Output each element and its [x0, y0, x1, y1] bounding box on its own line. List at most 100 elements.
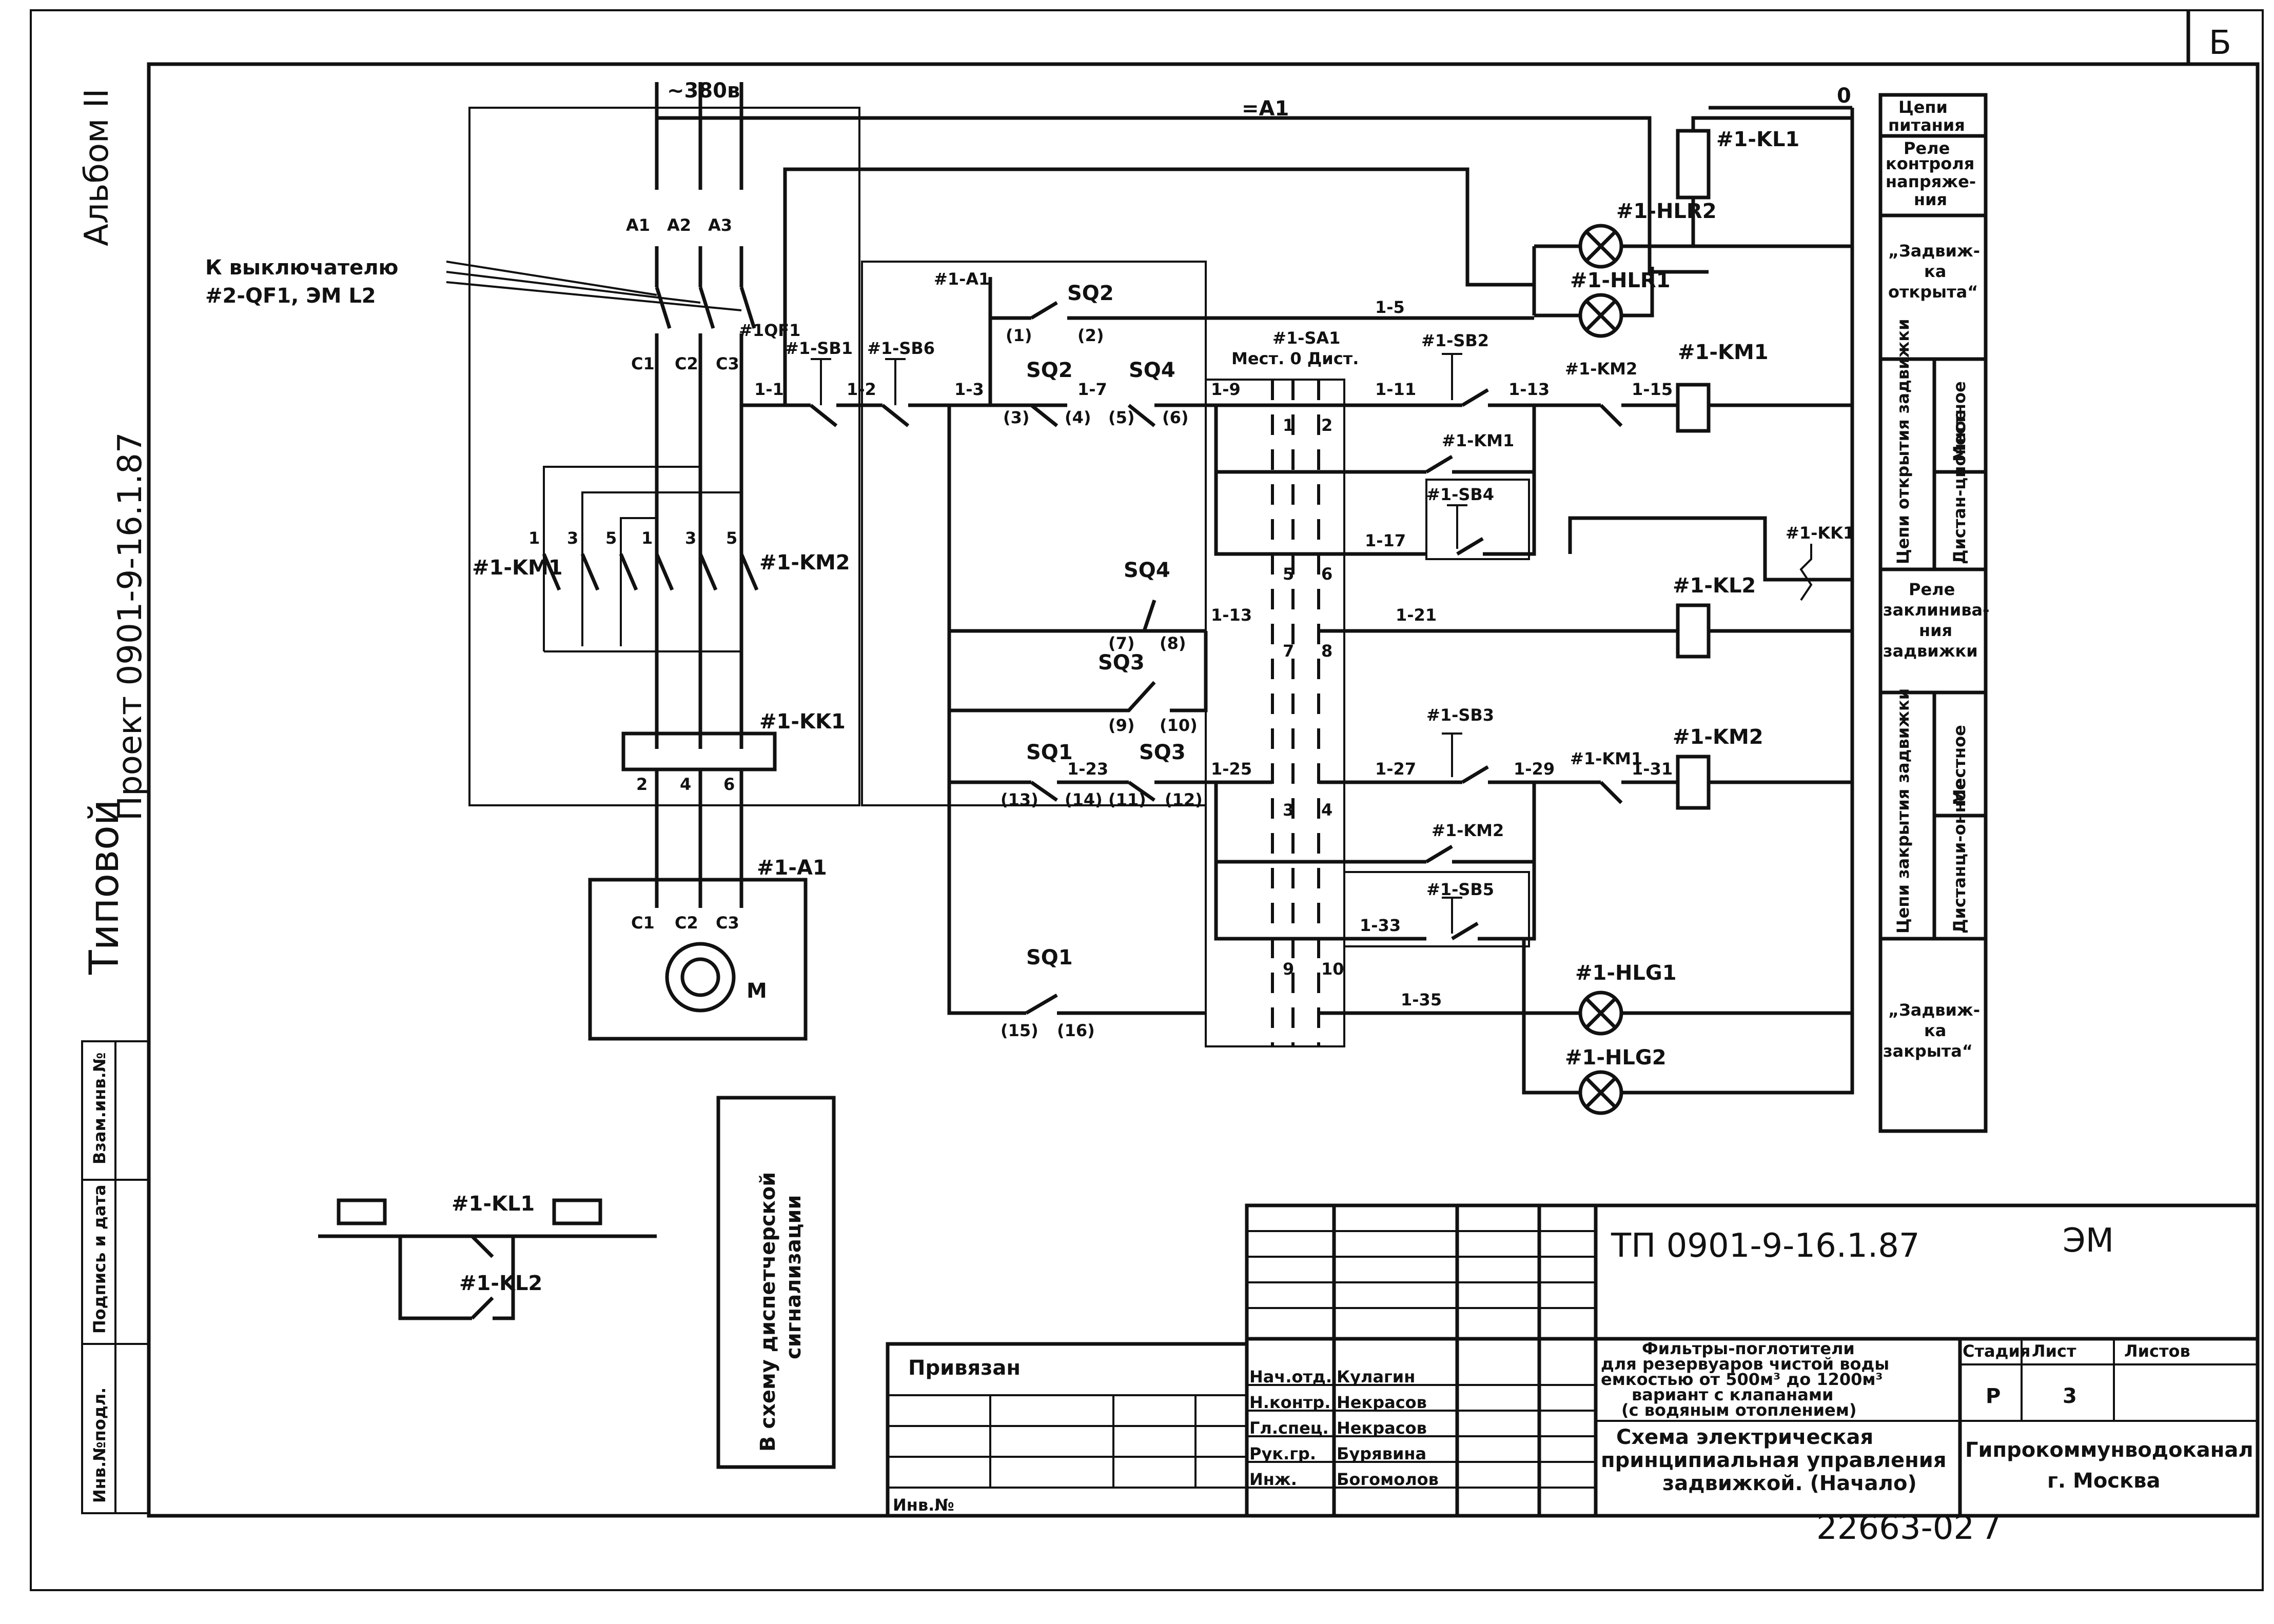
legend-closed-2: ка: [1924, 1021, 1946, 1040]
legend-kl-2: контроля: [1886, 154, 1974, 173]
motor-term-c2: C2: [675, 913, 698, 933]
title-role-4: Инж.: [1249, 1470, 1297, 1489]
legend-close-remote: Дистанци-онное: [1950, 779, 1969, 934]
wire-1-3: 1-3: [954, 380, 984, 399]
kl1-detail-label: #1-KL1: [452, 1192, 535, 1216]
legend-jam-2: заклинива-: [1883, 600, 1989, 620]
title-desc-0: Фильтры-поглотители: [1642, 1339, 1855, 1358]
motor-label: M: [747, 979, 767, 1003]
title-block: ТП 0901-9-16.1.87 ЭМ Нач.отд. Н.контр. Г…: [886, 1203, 2260, 1547]
wire-1-23: 1-23: [1067, 759, 1108, 779]
kl2-coil-label: #1-KL2: [1673, 574, 1756, 598]
zero-label: 0: [1837, 84, 1851, 108]
sq2-num-2: (2): [1077, 326, 1104, 345]
dispatch-text-1: В схему диспетчерской: [756, 1172, 780, 1452]
kk-term-2: 2: [636, 775, 648, 794]
title-role-2: Гл.спец.: [1249, 1418, 1329, 1438]
sq-num-15: (15): [1001, 1021, 1038, 1040]
title-drawing-0: Схема электрическая: [1616, 1425, 1873, 1449]
sa-num-7: 7: [1283, 641, 1294, 661]
sq-num-8: (8): [1160, 633, 1186, 653]
sq-num-14: (14): [1065, 790, 1103, 809]
wire-1-11: 1-11: [1375, 380, 1416, 399]
km-contact-5: 5: [605, 528, 617, 548]
legend-kl-1: Реле: [1904, 138, 1950, 158]
title-stage-h: Стадия: [1963, 1341, 2030, 1361]
motor-unit-box: [588, 878, 808, 1041]
title-sheet-h: Лист: [2032, 1341, 2076, 1361]
sq2-label: SQ2: [1026, 359, 1073, 382]
sq2-num-1: (1): [1006, 326, 1032, 345]
phase-a1: A1: [626, 215, 650, 235]
kl-detail: #1-KL1 #1-KL2: [318, 1192, 657, 1320]
sq-num-16: (16): [1057, 1021, 1095, 1040]
wire-1-13: 1-13: [1508, 380, 1550, 399]
hlg2-label: #1-HLG2: [1565, 1046, 1667, 1070]
a1-ctrl-label: #1-A1: [934, 269, 990, 289]
kl2-coil: [1676, 603, 1711, 659]
legend-kl-3: напряже-: [1886, 172, 1976, 191]
title-desc-1: для резервуаров чистой воды: [1601, 1354, 1889, 1374]
kk-term-4: 4: [680, 775, 691, 794]
km2-coil: [1676, 755, 1711, 810]
wire-1-27: 1-27: [1375, 759, 1416, 779]
stamp-replace-inv: Взам.инв.№: [90, 1053, 109, 1164]
legend-power-1: Цепи: [1898, 97, 1948, 117]
motor-symbol: [665, 942, 736, 1013]
project-label: Проект 0901-9-16.1.87: [111, 432, 149, 821]
sq1-label: SQ1: [1026, 741, 1073, 764]
km-contact-1: 1: [528, 528, 540, 548]
title-sheets-h: Листов: [2124, 1341, 2190, 1361]
title-name-1: Некрасов: [1337, 1393, 1427, 1412]
phase-a2: A2: [667, 215, 691, 235]
legend-close-local: Местное: [1950, 725, 1969, 805]
sa-num-8: 8: [1321, 641, 1332, 661]
legend-open-remote: Дистан-ционное: [1950, 410, 1969, 564]
sb2-label: #1-SB2: [1421, 331, 1489, 350]
stamp-sign-date: Подпись и дата: [90, 1184, 109, 1334]
title-desc-3: вариант с клапанами: [1632, 1385, 1833, 1404]
typical-label: Типовой: [82, 800, 128, 975]
km1-coil: [1676, 383, 1711, 433]
legend-jam-1: Реле: [1909, 580, 1955, 599]
sq4-b-label: SQ4: [1124, 559, 1170, 582]
page-corner: Б: [2209, 24, 2231, 62]
title-inv: Инв.№: [893, 1495, 954, 1515]
title-role-1: Н.контр.: [1249, 1393, 1330, 1412]
motor-unit-label: #1-A1: [757, 856, 827, 880]
legend-power-2: питания: [1888, 115, 1965, 135]
sa-num-4: 4: [1321, 800, 1332, 820]
legend-closed-3: закрыта“: [1883, 1041, 1973, 1061]
title-drawing-2: задвижкой. (Начало): [1662, 1472, 1917, 1495]
hlg1-label: #1-HLG1: [1575, 961, 1677, 985]
title-name-0: Кулагин: [1337, 1367, 1415, 1387]
legend-box: [1878, 93, 1988, 1133]
legend-open-circuit: Цепи открытия задвижки: [1893, 319, 1913, 565]
hlr2-label: #1-HLR2: [1616, 200, 1717, 223]
sq3-label: SQ3: [1139, 741, 1186, 764]
title-role-3: Рук.гр.: [1249, 1444, 1316, 1463]
sb5-label: #1-SB5: [1426, 880, 1494, 899]
sa1-label: #1-SA1: [1272, 328, 1340, 348]
sa1-modes: Мест. 0 Дист.: [1231, 349, 1359, 368]
sa-num-10: 10: [1321, 959, 1344, 979]
kk1-label: #1-KK1: [759, 710, 846, 734]
sq-num-7: (7): [1108, 633, 1135, 653]
wire-1-35: 1-35: [1401, 990, 1442, 1009]
sa-num-6: 6: [1321, 564, 1332, 584]
km1-nc-label: #1-KM1: [1570, 749, 1642, 768]
title-name-3: Бурявина: [1337, 1444, 1426, 1463]
kl2-detail-label: #1-KL2: [459, 1272, 542, 1295]
phase-c1: C1: [631, 354, 655, 373]
sq-num-10: (10): [1160, 716, 1198, 735]
km-contact-5b: 5: [726, 528, 737, 548]
sb3-label: #1-SB3: [1426, 705, 1494, 725]
sa-num-3: 3: [1283, 800, 1294, 820]
album-label: Альбом II: [78, 89, 116, 246]
title-bound: Привязан: [908, 1356, 1021, 1380]
sb6-label: #1-SB6: [867, 339, 935, 358]
km2-nc-label: #1-KM2: [1565, 359, 1637, 379]
title-code: ТП 0901-9-16.1.87: [1611, 1227, 1920, 1265]
legend-open-2: ка: [1924, 262, 1946, 281]
